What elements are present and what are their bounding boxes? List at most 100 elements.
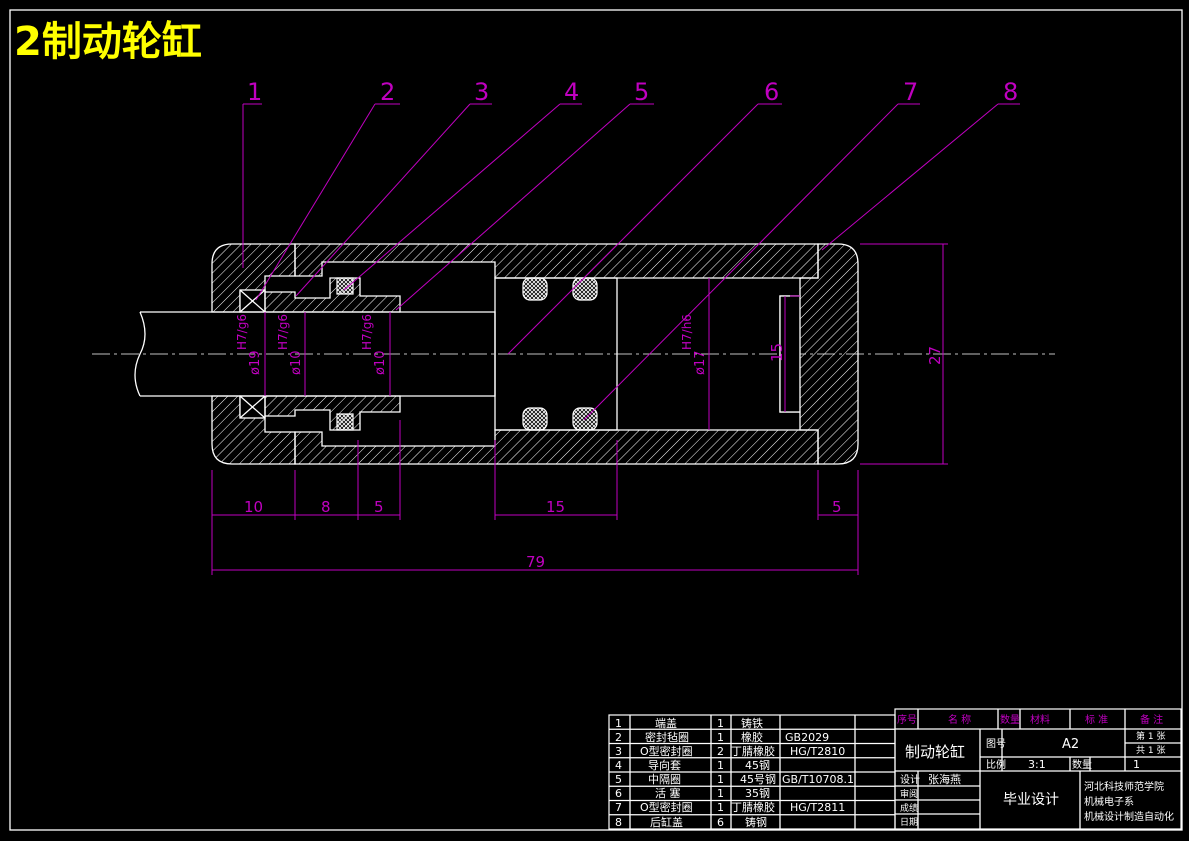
svg-text:4: 4 [615,759,622,772]
dia-19: ø19 [248,351,263,376]
svg-text:3: 3 [615,745,622,758]
svg-text:密封毡圈: 密封毡圈 [645,730,689,744]
svg-text:后缸盖: 后缸盖 [650,815,683,829]
cylinder-body-lower [294,429,819,465]
bom-row: 4 导向套 1 45钢 [615,758,770,772]
major: 机械设计制造自动化 [1084,810,1174,823]
svg-text:1: 1 [717,717,724,730]
svg-text:数量: 数量 [1072,758,1092,771]
svg-text:第 1 张: 第 1 张 [1136,730,1165,742]
svg-text:1: 1 [717,731,724,744]
guide-sleeve-upper [264,277,401,313]
o-ring-small-upper [336,277,354,295]
svg-text:6: 6 [717,816,724,829]
svg-text:35钢: 35钢 [745,787,770,800]
svg-text:共 1 张: 共 1 张 [1136,745,1165,756]
drawing-border [9,9,1183,831]
dim-8: 8 [321,498,331,516]
svg-text:成绩: 成绩 [900,802,918,814]
dim-15: 15 [546,498,565,516]
fit-10a: H7/g6 [276,314,290,350]
drawing-name: 制动轮缸 [905,743,965,761]
header-standard: 标 准 [1085,714,1108,726]
fit-19: H7/g6 [235,314,249,350]
svg-text:导向套: 导向套 [648,758,681,772]
header-material: 材料 [1030,713,1050,726]
drawing-number: A2 [1062,737,1079,752]
dimension-texts: 10 8 5 15 5 79 27 15 ø19 H7/g6 ø10 H7/g6… [235,314,944,571]
svg-text:端盖: 端盖 [655,716,677,730]
bom-row: 2 密封毡圈 1 橡胶 GB2029 [615,730,829,744]
svg-text:45钢: 45钢 [745,759,770,772]
piston-seal-1-lower [522,407,548,431]
svg-text:45号钢: 45号钢 [740,773,776,786]
dim-10: 10 [244,498,263,516]
rod-break [134,311,146,397]
part-number-4: 4 [564,78,579,106]
svg-text:2: 2 [717,745,724,758]
department: 机械电子系 [1084,795,1134,808]
svg-text:O型密封圈: O型密封圈 [640,800,693,814]
title-block [894,708,1182,830]
designer-name: 张海燕 [928,772,961,786]
school-name: 河北科技师范学院 [1084,780,1164,793]
svg-text:GB/T10708.1: GB/T10708.1 [782,773,854,786]
scale-value: 3:1 [1028,758,1046,771]
fit-17: H7/h6 [680,314,694,350]
bom-row: 6 活 塞 1 35钢 [615,786,770,800]
svg-text:中隔圈: 中隔圈 [648,773,681,786]
piston-seal-1-upper [522,277,548,301]
title-block-texts: 序号 名 称 数量 材料 标 准 备 注 制动轮缸 图号 A2 第 1 张 共 … [897,713,1174,828]
part-number-6: 6 [764,78,779,106]
header-name: 名 称 [948,713,971,726]
svg-text:活 塞: 活 塞 [655,786,681,800]
dim-27: 27 [926,346,944,365]
dim-79: 79 [526,553,545,571]
svg-text:图号: 图号 [986,738,1006,750]
svg-text:比例: 比例 [986,758,1006,771]
part-number-7: 7 [903,78,918,106]
svg-text:审阅: 审阅 [900,788,918,800]
part-number-3: 3 [474,78,489,106]
end-cap-left-lower [211,395,296,465]
guide-sleeve-lower [264,395,401,431]
part-numbers: 1 2 3 4 5 6 7 8 [247,78,1018,106]
fit-10b: H7/g6 [360,314,374,350]
dia-10a: ø10 [289,351,304,376]
header-qty: 数量 [1000,713,1020,726]
svg-text:GB2029: GB2029 [785,731,829,744]
bom-row: 1 端盖 1 铸铁 [615,716,763,730]
svg-text:设计: 设计 [900,773,920,786]
svg-text:铸铁: 铸铁 [741,716,763,730]
svg-text:6: 6 [615,787,622,800]
o-ring-small-lower [336,413,354,431]
svg-text:橡胶: 橡胶 [741,730,763,744]
svg-text:丁腈橡胶: 丁腈橡胶 [731,800,775,814]
part-number-2: 2 [380,78,395,106]
part-number-5: 5 [634,78,649,106]
header-no: 序号 [897,713,917,726]
svg-text:丁腈橡胶: 丁腈橡胶 [731,744,775,758]
cylinder-body-upper [294,243,819,279]
svg-text:1: 1 [1133,758,1140,771]
svg-text:8: 8 [615,816,622,829]
dim-5b: 5 [832,498,842,516]
leader-lines [242,103,1020,421]
svg-text:1: 1 [615,717,622,730]
project-type: 毕业设计 [1003,792,1059,808]
svg-text:1: 1 [717,759,724,772]
dimension-lines [211,243,948,575]
part-number-8: 8 [1003,78,1018,106]
piston-seal-2-upper [572,277,598,301]
svg-text:1: 1 [717,787,724,800]
dim-15-inner: 15 [768,343,786,362]
svg-text:日期: 日期 [900,817,918,828]
svg-text:2: 2 [615,731,622,744]
dia-17: ø17 [693,351,708,376]
